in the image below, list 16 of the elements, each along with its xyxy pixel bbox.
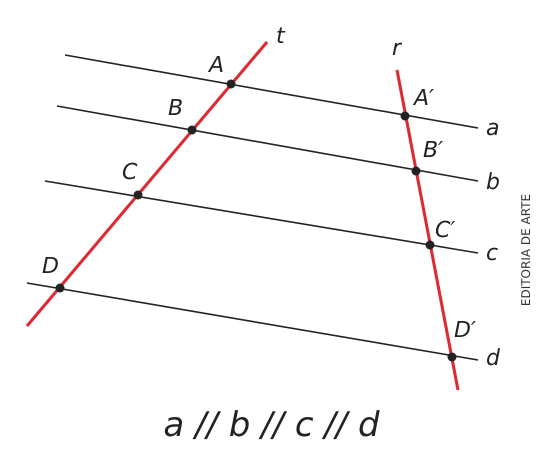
point-label: D′ xyxy=(454,320,476,342)
line-label: c xyxy=(486,243,498,265)
point-label: A xyxy=(209,55,224,77)
credit-text: EDITORIA DE ARTE xyxy=(519,194,533,306)
caption: a // b // c // d xyxy=(162,405,381,445)
line-label: b xyxy=(486,172,500,194)
line-label: a xyxy=(486,118,500,140)
point-label: B xyxy=(168,98,184,120)
point-label: B′ xyxy=(423,140,444,162)
point-label: C xyxy=(122,162,138,184)
line-label: r xyxy=(392,38,402,60)
point-label: D xyxy=(42,256,59,278)
point-label: C′ xyxy=(435,220,456,242)
line-label: d xyxy=(486,348,500,370)
point-label: A′ xyxy=(414,88,434,110)
line-label: t xyxy=(276,26,285,48)
